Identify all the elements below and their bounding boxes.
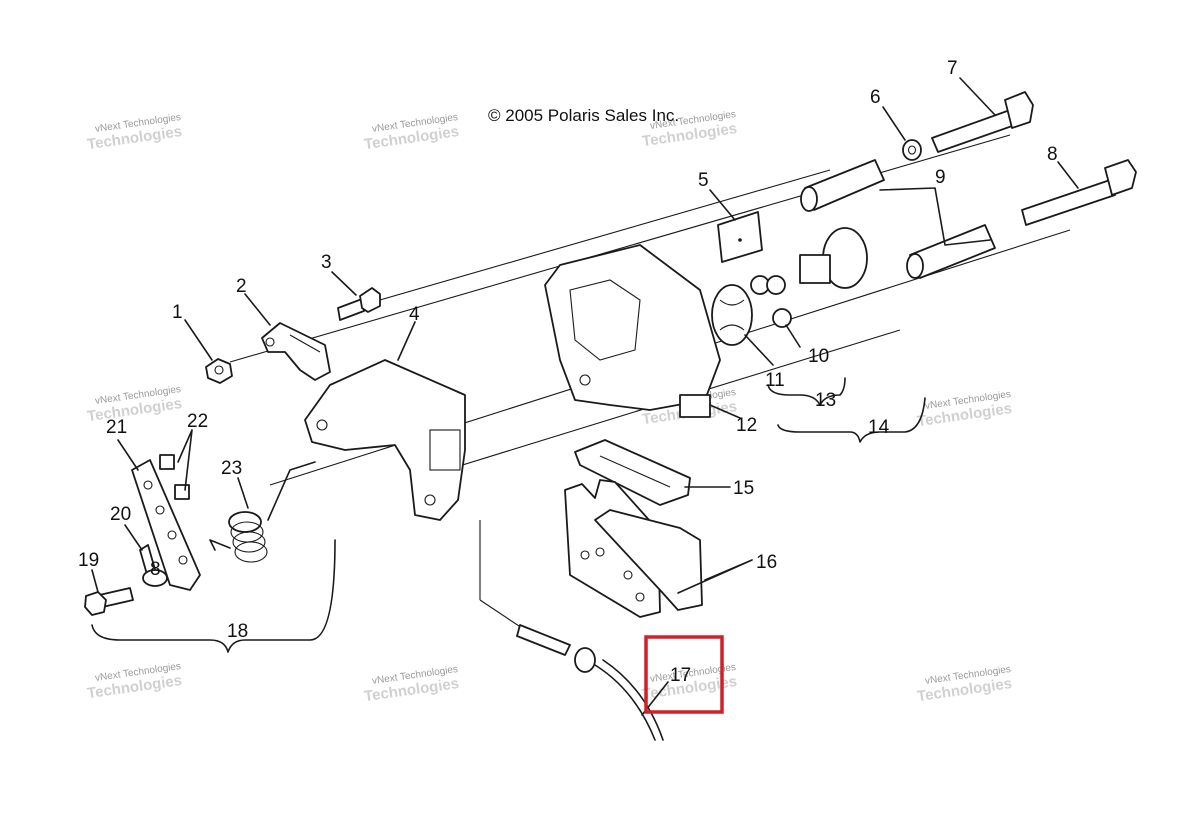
part-8-bolt — [1021, 159, 1137, 226]
part-20-pin — [139, 544, 168, 587]
callout-10: 10 — [808, 346, 829, 367]
grouping-brackets — [91, 377, 926, 653]
part-9-piston-lower — [906, 224, 996, 279]
leader-lines — [91, 77, 1079, 716]
callout-18: 18 — [227, 621, 248, 642]
part-3-bolt — [337, 287, 381, 321]
part-17-cable — [516, 624, 664, 741]
watermark: Technologies vNext Technologies — [916, 664, 1013, 705]
part-12-caliper-body — [544, 244, 721, 418]
part-7-bolt — [931, 91, 1034, 153]
part-11-cam-disc — [711, 284, 753, 346]
callout-14: 14 — [868, 417, 890, 438]
callout-21: 21 — [106, 417, 127, 438]
watermark: Technologies vNext Technologies — [86, 384, 183, 425]
callout-19: 19 — [78, 550, 99, 571]
callout-4: 4 — [409, 304, 420, 325]
callout-13: 13 — [815, 390, 836, 411]
highlight-box-17 — [644, 635, 724, 714]
callout-2: 2 — [236, 276, 247, 297]
watermark: Technologies vNext Technologies — [86, 112, 183, 153]
callout-15: 15 — [733, 478, 754, 499]
callout-17: 17 — [670, 665, 691, 686]
part-2-clevis — [261, 322, 331, 381]
callout-8: 8 — [1047, 144, 1058, 165]
part-21-lever-arm — [131, 459, 201, 591]
callout-20: 20 — [110, 504, 131, 525]
callout-16: 16 — [756, 552, 777, 573]
watermark: Technologies vNext Technologies — [916, 389, 1013, 430]
callout-7: 7 — [947, 58, 958, 79]
callout-5: 5 — [698, 170, 709, 191]
callout-23: 23 — [221, 458, 242, 479]
callout-9: 9 — [935, 167, 946, 188]
watermarks: Technologies vNext Technologies Technolo… — [86, 109, 1013, 705]
callout-6: 6 — [870, 87, 881, 108]
callout-22: 22 — [187, 411, 208, 432]
part-23-spring — [209, 461, 316, 563]
watermark: Technologies vNext Technologies — [363, 664, 460, 705]
part-4-bracket — [304, 359, 466, 521]
part-9-piston-upper — [800, 159, 885, 212]
part-13-actuator — [799, 227, 868, 289]
part-10-balls — [750, 275, 792, 328]
part-5-clip — [717, 211, 763, 263]
callout-11: 11 — [765, 370, 785, 391]
part-16-brake-pad-front — [564, 479, 661, 618]
part-6-washer — [902, 139, 922, 161]
callout-8-lower: 8 — [150, 559, 161, 580]
callout-1: 1 — [172, 302, 183, 323]
part-19-bolt — [84, 587, 134, 616]
callout-labels: 1 2 3 4 5 6 7 8 9 10 11 12 13 14 15 16 1… — [78, 58, 1058, 686]
part-16-brake-pad-rear — [594, 509, 703, 611]
watermark: Technologies vNext Technologies — [363, 112, 460, 153]
callout-3: 3 — [321, 252, 332, 273]
part-1-nut — [205, 358, 233, 384]
part-15-shim — [574, 439, 691, 506]
callout-12: 12 — [736, 415, 757, 436]
copyright-notice: © 2005 Polaris Sales Inc. — [488, 106, 679, 125]
watermark: Technologies vNext Technologies — [86, 661, 183, 702]
